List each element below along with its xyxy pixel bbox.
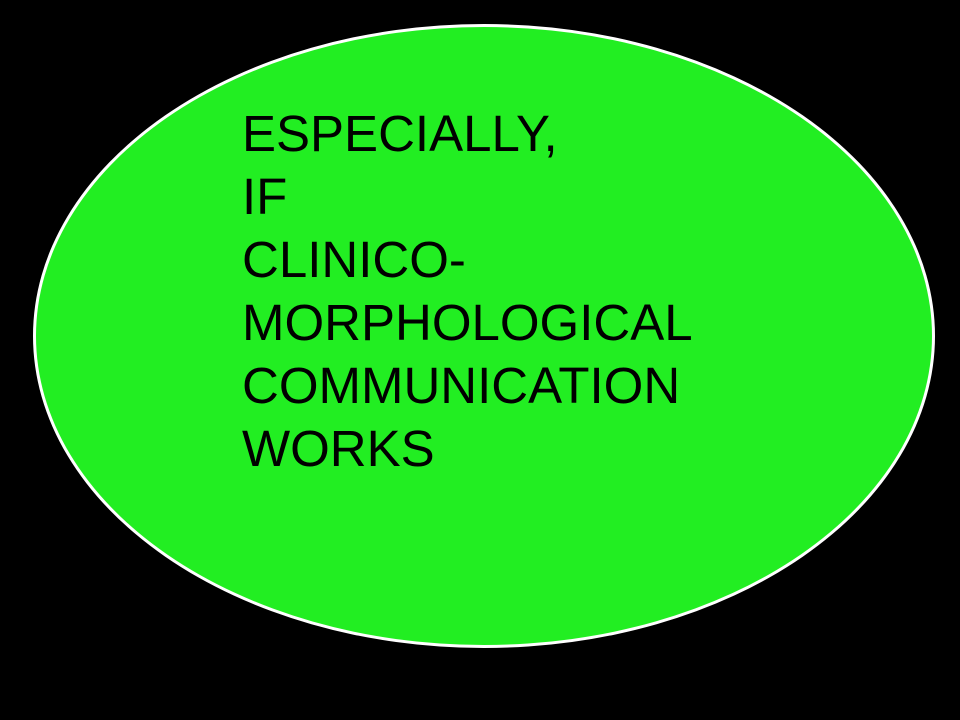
slide-text: ESPECIALLY, IF CLINICO- MORPHOLOGICAL CO…	[242, 102, 693, 480]
text-line-4: MORPHOLOGICAL	[242, 294, 693, 351]
text-line-1: ESPECIALLY,	[242, 105, 558, 162]
text-line-2: IF	[242, 168, 288, 225]
green-ellipse	[33, 24, 935, 648]
text-line-5: COMMUNICATION	[242, 357, 681, 414]
text-line-3: CLINICO-	[242, 231, 466, 288]
text-line-6: WORKS	[242, 420, 435, 477]
